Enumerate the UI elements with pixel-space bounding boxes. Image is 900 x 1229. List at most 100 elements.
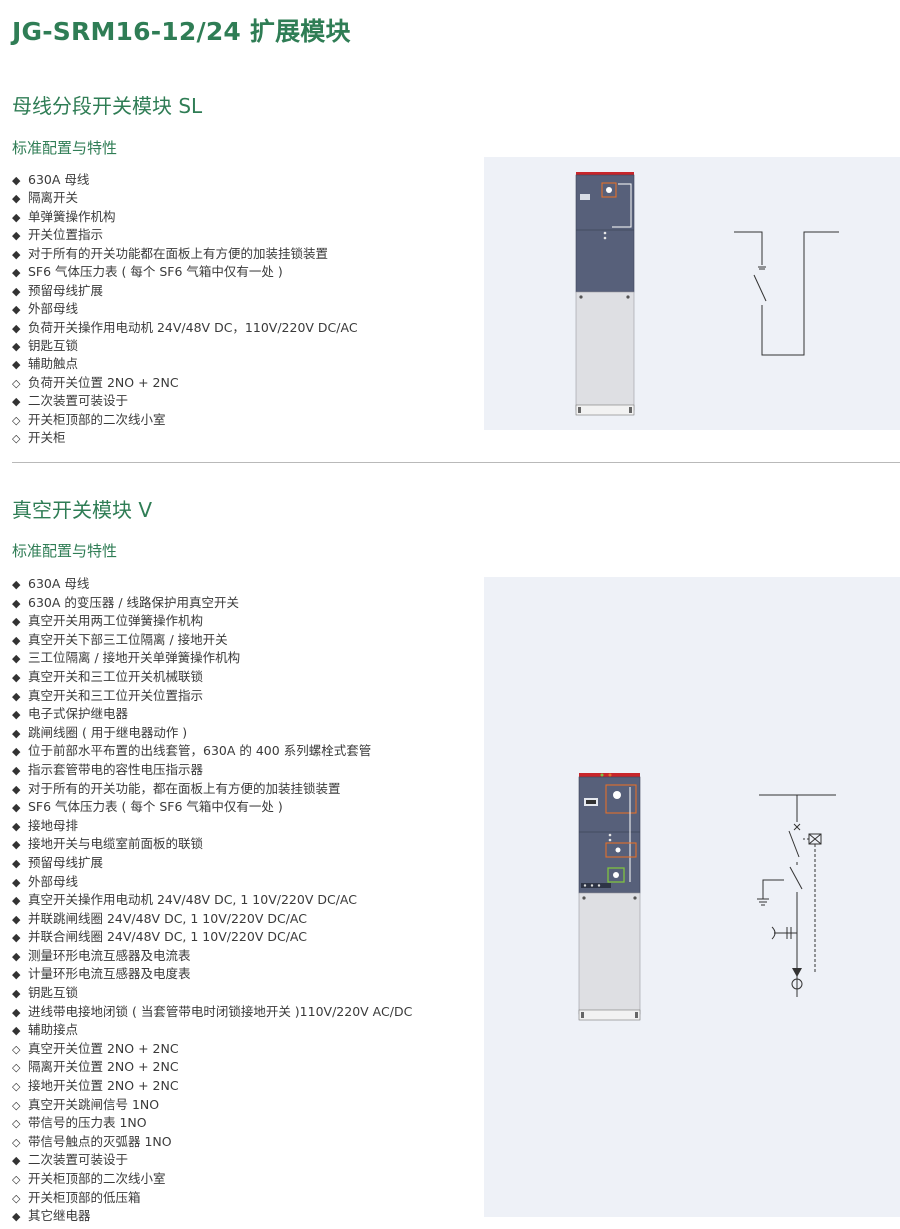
hollow-diamond-bullet-icon: ◇ [12,1061,21,1075]
filled-diamond-bullet-icon: ◆ [12,339,21,353]
section-subtitle-sl: 标准配置与特性 [12,139,118,157]
feature-text: 真空开关用两工位弹簧操作机构 [28,613,204,629]
list-item: ◆接地母排 [12,817,412,836]
feature-text: SF6 气体压力表 ( 每个 SF6 气箱中仅有一处 ) [28,799,283,815]
feature-text: 接地开关位置 2NO + 2NC [28,1078,179,1094]
filled-diamond-bullet-icon: ◆ [12,875,21,889]
hollow-diamond-bullet-icon: ◇ [12,1173,21,1186]
filled-diamond-bullet-icon: ◆ [12,949,21,963]
filled-diamond-bullet-icon: ◆ [12,1024,21,1038]
list-item: ◆外部母线 [12,300,358,318]
list-item: ◇真空开关跳闸信号 1NO [12,1096,412,1115]
filled-diamond-bullet-icon: ◆ [12,266,21,280]
single-line-diagram-sl-icon [734,231,839,356]
hollow-diamond-bullet-icon: ◇ [12,1117,21,1131]
feature-text: 进线带电接地闭锁 ( 当套管带电时闭锁接地开关 )110V/220V AC/DC [28,1003,413,1019]
feature-text: 测量环形电流互感器及电流表 [28,947,191,963]
hollow-diamond-bullet-icon: ◇ [12,1191,21,1205]
list-item: ◆ 接地开关与电缆室前面板的联锁 [12,835,412,854]
feature-text: 预留母线扩展 [28,854,104,870]
list-item: ◆并联跳闸线圈 24V/48V DC, 1 10V/220V DC/AC [12,910,412,929]
list-item: ◆ 钥匙互锁 [12,337,358,355]
feature-text: 真空开关跳闸信号 1NO [28,1096,160,1112]
filled-diamond-bullet-icon: ◆ [12,689,21,703]
list-item: ◆预留母线扩展 [12,282,358,300]
list-item: ◆ 真空开关和三工位开关机械联锁 [12,668,412,687]
feature-list-sl: ◆630A 母线◆隔离开关◆单弹簧操作机构◆开关位置指示◆对于所有的开关功能都在… [12,171,358,448]
filled-diamond-bullet-icon: ◆ [12,931,21,945]
filled-diamond-bullet-icon: ◆ [12,247,21,261]
filled-diamond-bullet-icon: ◆ [12,801,21,815]
feature-text: 对于所有的开关功能都在面板上有方便的加装挂锁装置 [28,245,329,261]
hollow-diamond-bullet-icon: ◇ [12,1135,21,1149]
list-item: ◆ 计量环形电流互感器及电度表 [12,965,412,984]
filled-diamond-bullet-icon: ◆ [12,303,21,317]
feature-text: 630A 的变压器 / 线路保护用真空开关 [28,594,240,610]
section-title-sl: 母线分段开关模块 SL [12,94,203,118]
section-title-v: 真空开关模块 V [12,498,153,522]
filled-diamond-bullet-icon: ◆ [12,968,21,982]
feature-text: 二次装置可装设于 [28,393,129,409]
feature-text: 真空开关下部三工位隔离 / 接地开关 [28,631,228,647]
feature-text: 630A 母线 [28,172,90,187]
feature-text: 辅助触点 [28,356,79,372]
feature-text: 计量环形电流互感器及电度表 [28,966,191,982]
list-item: ◆电子式保护继电器 [12,705,412,724]
list-item: ◆真空开关和三工位开关位置指示 [12,687,412,706]
filled-diamond-bullet-icon: ◆ [12,856,21,870]
list-item: ◆进线带电接地闭锁 ( 当套管带电时闭锁接地开关 )110V/220V AC/D… [12,1003,412,1022]
filled-diamond-bullet-icon: ◆ [12,321,21,335]
list-item: ◆ SF6 气体压力表 ( 每个 SF6 气箱中仅有一处 ) [12,798,412,817]
filled-diamond-bullet-icon: ◆ [12,174,21,187]
list-item: ◆指示套管带电的容性电压指示器 [12,761,412,780]
list-item: ◆外部母线 [12,873,412,892]
feature-text: 带信号的压力表 1NO [28,1115,147,1131]
list-item: ◇隔离开关位置 2NO + 2NC [12,1058,412,1077]
filled-diamond-bullet-icon: ◆ [12,395,21,409]
list-item: ◆位于前部水平布置的出线套管，630A 的 400 系列螺栓式套管 [12,742,412,761]
list-item: ◆单弹簧操作机构 [12,208,358,226]
list-item: ◆跳闸线圈 ( 用于继电器动作 ) [12,724,412,743]
filled-diamond-bullet-icon: ◆ [12,615,21,629]
filled-diamond-bullet-icon: ◆ [12,192,21,206]
filled-diamond-bullet-icon: ◆ [12,670,21,684]
feature-text: 辅助接点 [28,1022,79,1038]
feature-text: 预留母线扩展 [28,282,104,298]
feature-text: 开关柜 [28,430,66,446]
list-item: ◆630A 母线 [12,575,412,594]
feature-list-v: ◆630A 母线◆630A 的变压器 / 线路保护用真空开关◆真空开关用两工位弹… [12,575,412,1226]
filled-diamond-bullet-icon: ◆ [12,819,21,833]
list-item: ◇带信号触点的灭弧器 1NO [12,1133,412,1152]
feature-text: 开关位置指示 [28,227,104,243]
list-item: ◆开关位置指示 [12,226,358,244]
list-item: ◆对于所有的开关功能，都在面板上有方便的加装挂锁装置 [12,780,412,799]
list-item: ◇真空开关位置 2NO + 2NC [12,1040,412,1059]
feature-text: 跳闸线圈 ( 用于继电器动作 ) [28,724,188,740]
feature-text: 三工位隔离 / 接地开关单弹簧操作机构 [28,650,241,666]
list-item: ◆辅助触点 [12,355,358,373]
filled-diamond-bullet-icon: ◆ [12,1154,21,1168]
feature-text: 接地开关与电缆室前面板的联锁 [28,836,204,852]
feature-text: 真空开关位置 2NO + 2NC [28,1040,179,1056]
list-item: ◇ 接地开关位置 2NO + 2NC [12,1077,412,1096]
feature-text: 630A 母线 [28,576,90,591]
list-item: ◇负荷开关位置 2NO + 2NC [12,374,358,392]
feature-text: 隔离开关 [28,190,79,206]
feature-text: 开关柜顶部的二次线小室 [28,1171,166,1186]
feature-text: 钥匙互锁 [28,337,79,353]
list-item: ◆630A 的变压器 / 线路保护用真空开关 [12,594,412,613]
list-item: ◆其它继电器 [12,1207,412,1226]
list-item: ◆SF6 气体压力表 ( 每个 SF6 气箱中仅有一处 ) [12,263,358,281]
feature-text: 并联合闸线圈 24V/48V DC, 1 10V/220V DC/AC [28,929,307,945]
list-item: ◇开关柜顶部的二次线小室 [12,411,358,429]
filled-diamond-bullet-icon: ◆ [12,838,21,852]
hollow-diamond-bullet-icon: ◇ [12,1080,21,1094]
filled-diamond-bullet-icon: ◆ [12,708,21,722]
feature-text: 真空开关和三工位开关机械联锁 [28,668,204,684]
switchgear-cabinet-v-icon [578,773,641,1021]
single-line-diagram-v-icon [757,794,836,997]
filled-diamond-bullet-icon: ◆ [12,1210,21,1224]
illustration-panel-sl [484,157,900,430]
list-item: ◆真空开关操作用电动机 24V/48V DC, 1 10V/220V DC/AC [12,891,412,910]
list-item: ◆二次装置可装设于 [12,1151,412,1170]
